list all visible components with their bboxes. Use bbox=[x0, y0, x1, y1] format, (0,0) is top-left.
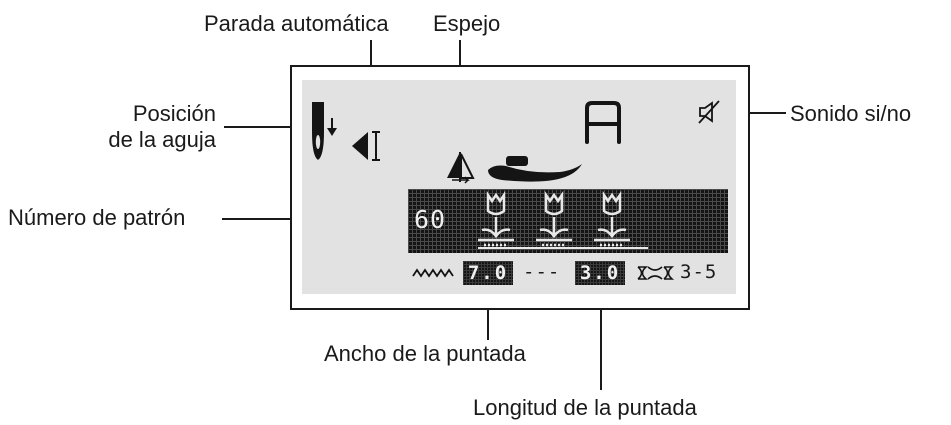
pattern-band bbox=[408, 189, 728, 253]
pattern-number-label: Número de patrón bbox=[8, 205, 186, 230]
pattern-number-value: 60 bbox=[414, 205, 447, 234]
stitch-length-dashes: --- bbox=[523, 261, 561, 283]
presser-foot-icon bbox=[488, 156, 582, 182]
stitch-length-label: Longitud de la puntada bbox=[473, 395, 697, 420]
stitch-width-label: Ancho de la puntada bbox=[324, 341, 526, 366]
needle-position-label: Posición de la aguja bbox=[70, 101, 216, 153]
stitch-width-value: 7.0 bbox=[463, 261, 513, 285]
tension-range-value: 3-5 bbox=[680, 261, 718, 283]
sound-leader bbox=[718, 112, 786, 114]
stitch-length-leader bbox=[600, 286, 602, 390]
stitch-width-leader bbox=[487, 286, 489, 340]
needle-position-leader bbox=[224, 126, 298, 128]
needle-position-label-line2: de la aguja bbox=[108, 127, 216, 152]
mode-letter-display bbox=[585, 101, 621, 144]
needle-icon bbox=[312, 102, 337, 160]
tension-icon bbox=[637, 266, 675, 280]
tulip-pattern-icon bbox=[478, 190, 648, 249]
auto-stop-icon bbox=[352, 131, 380, 161]
mirror-icon bbox=[447, 152, 475, 184]
lcd-screen bbox=[302, 80, 736, 294]
needle-position-label-line1: Posición bbox=[132, 101, 216, 126]
mirror-label: Espejo bbox=[433, 11, 501, 36]
stitch-length-value: 3.0 bbox=[575, 261, 625, 285]
auto-stop-label: Parada automática bbox=[204, 11, 389, 36]
zigzag-icon bbox=[412, 268, 454, 278]
sound-label: Sonido si/no bbox=[790, 101, 912, 126]
sound-off-icon bbox=[698, 100, 720, 124]
